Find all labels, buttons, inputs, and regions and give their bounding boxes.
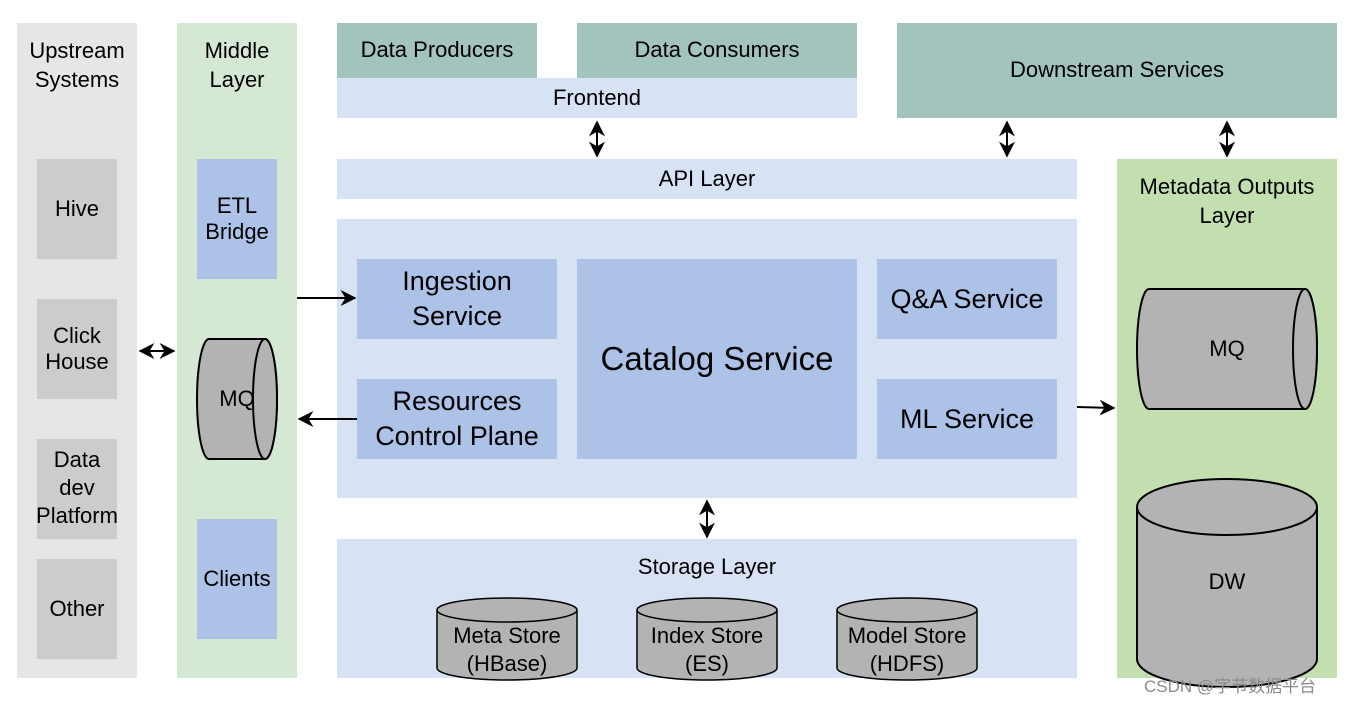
upstream-item-clickhouse[interactable]: Click House: [37, 299, 117, 399]
middle-mq-cylinder[interactable]: [196, 338, 278, 460]
upstream-item-hive[interactable]: Hive: [37, 159, 117, 259]
watermark: CSDN @字节数据平台: [1144, 677, 1317, 696]
outputs-mq-cylinder[interactable]: [1136, 288, 1318, 410]
model-store-cylinder[interactable]: [836, 597, 978, 681]
meta-store-cylinder[interactable]: [436, 597, 578, 681]
clients-box[interactable]: Clients: [197, 519, 277, 639]
upstream-systems-title: Upstream Systems: [29, 38, 125, 92]
downstream-services-box[interactable]: Downstream Services: [897, 23, 1337, 118]
metadata-outputs-title: Metadata Outputs Layer: [1139, 174, 1315, 228]
middle-mq-label: MQ: [219, 386, 255, 411]
upstream-item-data-dev-platform-label: Data dev Platform: [36, 447, 118, 528]
data-producers-box[interactable]: Data Producers: [337, 23, 537, 78]
meta-store-label: Meta Store (HBase): [453, 623, 561, 676]
model-store-label: Model Store (HDFS): [847, 623, 967, 676]
data-consumers-box[interactable]: Data Consumers: [577, 23, 857, 78]
dw-cylinder[interactable]: [1136, 478, 1318, 688]
upstream-item-data-dev-platform[interactable]: [37, 439, 117, 539]
frontend-box[interactable]: Frontend: [337, 78, 857, 118]
outputs-mq-label: MQ: [1209, 336, 1245, 361]
storage-layer-title: Storage Layer: [637, 554, 777, 579]
ingestion-service-box[interactable]: Ingestion Service: [357, 259, 557, 339]
middle-layer-title: Middle Layer: [204, 38, 270, 92]
qa-service-box[interactable]: Q&A Service: [877, 259, 1057, 339]
index-store-label: Index Store (ES): [650, 623, 764, 676]
arrow-services-outputs: [1076, 399, 1116, 416]
ml-service-box[interactable]: ML Service: [877, 379, 1057, 459]
resources-control-plane-box[interactable]: Resources Control Plane: [357, 379, 557, 459]
api-layer-box[interactable]: API Layer: [337, 159, 1077, 199]
index-store-cylinder[interactable]: [636, 597, 778, 681]
upstream-item-other[interactable]: Other: [37, 559, 117, 659]
dw-label: DW: [1208, 569, 1246, 594]
etl-bridge-box[interactable]: ETL Bridge: [197, 159, 277, 279]
catalog-service-box[interactable]: Catalog Service: [577, 259, 857, 459]
